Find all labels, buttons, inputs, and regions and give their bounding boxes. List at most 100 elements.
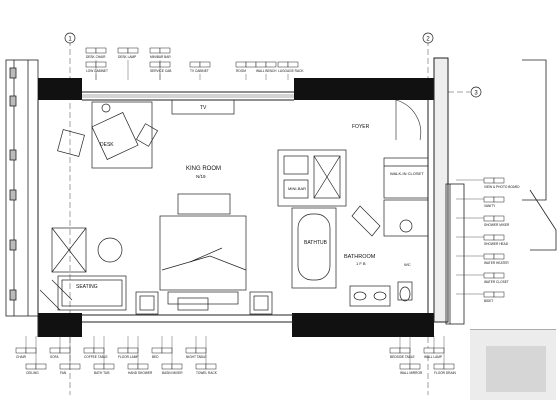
right-callout-text: SHOWER HEAD [484,242,509,246]
top-callout-text: DESK CHAIR [86,55,106,59]
bottom-callout-text: CEILING [26,371,39,375]
bottom-callout: CEILING [25,336,47,375]
top-callout: ROOM [235,61,257,80]
top-callout-text: LUGGAGE RACK [278,69,304,73]
top-callout-text: MINIBAR BAR [150,55,171,59]
bottom-callout-text: FLOOR DRAIN [434,371,456,375]
top-callout: SERVICE CAB [149,61,171,80]
minibar-label: MINI-BAR [288,186,306,191]
right-callout-text: BIDET [484,299,493,303]
left-adjacent-structure [5,59,39,317]
bottom-callout: WALL LAMP [423,336,445,359]
bottom-callout: BASIN MIXER [161,336,183,375]
bottom-callout: TOWEL RACK [195,336,218,375]
bathroom-fixtures [291,205,413,307]
top-callout: MINIBAR BAR [149,47,171,80]
bottom-callout-text: COFFEE TABLE [84,355,108,359]
bottom-callout-text: SOFA [50,355,59,359]
bottom-callout: WALL MIRROR [399,336,423,375]
top-callout-text: DESK LAMP [118,55,136,59]
king-room-sublabel: N/19 [196,174,206,179]
bathroom-sublabel: 1 F B [356,261,366,266]
desk-label: DESK [100,142,114,148]
bottom-callout-text: FAN [60,371,67,375]
top-callout-text: SERVICE CAB [150,69,171,73]
top-callouts: DESK CHAIR DESK LAMP LOW CABINET SERVICE CA… [85,47,304,80]
bottom-callout: NIGHT TABLE [185,336,207,359]
bottom-callout-text: WALL MIRROR [400,371,423,375]
top-callout: LOW CABINET [85,61,108,80]
right-callout: VIEW & PHOTO BOARD [456,177,520,189]
right-adjacent-structure [445,59,557,331]
bottom-callout: HAND SHOWER [127,336,153,375]
night-tables [135,291,273,315]
walk-in-closet [383,157,429,237]
grid-label-1: 1 [68,37,72,43]
bed [159,193,247,311]
right-callout-text: VANITY [484,204,496,208]
bottom-callout: FLOOR DRAIN [433,336,456,375]
exterior-walls [38,78,434,337]
bottom-callout: FLOOR LAMP [117,336,139,359]
bottom-callouts: CHAIR SOFA COFFEE TABLE FLOOR LAMP BED NIGHT … [15,336,456,375]
bathtub-label: BATHTUB [304,240,328,246]
bottom-callout-text: TOWEL RACK [196,371,218,375]
top-callout-text: LOW CABINET [86,69,108,73]
bottom-callout: BEDSIDE TABLE [389,336,415,359]
bottom-callout-text: HAND SHOWER [128,371,153,375]
bottom-callout-text: FLOOR LAMP [118,355,139,359]
walkin-label: WALK-IN CLOSET [390,171,424,176]
bathroom-label: BATHROOM [344,254,376,260]
bottom-callout: COFFEE TABLE [83,336,108,359]
walls-outline [37,57,449,337]
top-callout: LUGGAGE RACK [277,61,304,80]
right-callouts: VIEW & PHOTO BOARD VANITY SHOWER MIXER SHOW… [456,177,520,303]
grid-bubble-3: 3 [470,86,482,98]
bottom-callout-text: BASIN MIXER [162,371,183,375]
bottom-callout-text: NIGHT TABLE [186,355,207,359]
tv-label: TV [200,105,207,111]
bottom-callout: FAN [59,336,81,375]
entry-door [395,99,422,141]
top-window [82,94,294,98]
bottom-callout-text: CHAIR [16,355,27,359]
seating-furniture [39,227,127,311]
foyer-label: FOYER [352,124,370,130]
bottom-callout-text: BED [152,355,159,359]
top-callout: TV CABINET [189,61,211,80]
grid-bubble-1: 1 [64,32,76,44]
right-callout: WATER HEATER [456,253,509,265]
top-callout-text: WALL BENCH [256,69,277,73]
tv-cabinet [171,99,235,115]
right-callout-text: WATER CLOSET [484,280,509,284]
grid-label-3: 3 [474,91,478,97]
bottom-callout: BATH TUB [93,336,115,375]
top-callout-text: TV CABINET [190,69,209,73]
grid-label-2: 2 [426,37,430,43]
right-callout-text: VIEW & PHOTO BOARD [484,185,520,189]
king-room-label: KING ROOM [186,166,221,172]
bottom-callout-text: WALL LAMP [424,355,442,359]
seating-label: SEATING [76,284,98,290]
right-callout: BIDET [456,291,505,303]
grid-bubble-2: 2 [422,32,434,44]
desk-furniture [57,101,159,169]
bottom-callout: SOFA [49,336,71,359]
right-shading [470,330,556,400]
right-callout: SHOWER HEAD [456,234,509,246]
bottom-callout-text: BEDSIDE TABLE [390,355,415,359]
minibar-unit [277,149,347,207]
top-callout: WALL BENCH [255,61,277,80]
right-callout: SHOWER MIXER [456,215,510,227]
top-callout: DESK LAMP [117,47,139,80]
bottom-callout-text: BATH TUB [94,371,109,375]
right-callout: WATER CLOSET [456,272,509,284]
bottom-callout: BED [151,336,173,359]
right-callout-text: SHOWER MIXER [484,223,510,227]
right-callout-text: WATER HEATER [484,261,509,265]
bottom-callout: CHAIR [15,336,37,359]
wc-label: WC [404,262,411,267]
right-callout: VANITY [456,196,505,208]
top-callout-text: ROOM [236,69,246,73]
